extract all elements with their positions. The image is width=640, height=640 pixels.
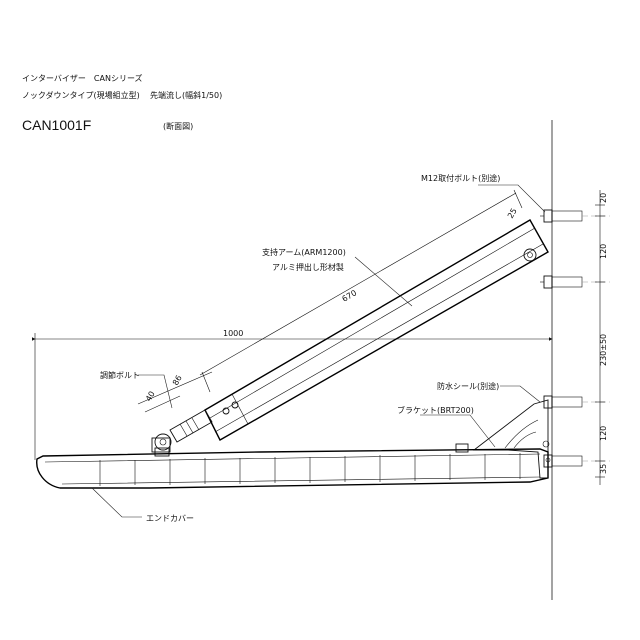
label-m12-bolt: M12取付ボルト(別途) bbox=[421, 173, 500, 183]
dim-230: 230±50 bbox=[599, 334, 608, 366]
dim-1000: 1000 bbox=[223, 329, 243, 338]
model-number: CAN1001F bbox=[22, 117, 92, 133]
adjust-dimensions: 86 40 bbox=[137, 371, 213, 413]
dim-86: 86 bbox=[171, 374, 184, 387]
vertical-dimension-chain: 20 120 230±50 120 35 bbox=[595, 190, 608, 485]
bracket bbox=[472, 399, 551, 479]
dim-120-bottom: 120 bbox=[599, 426, 608, 441]
dim-670: 670 bbox=[341, 288, 359, 303]
slope-note: 先端流し(幅斜1/50) bbox=[150, 91, 223, 100]
dim-120-top: 120 bbox=[599, 244, 608, 259]
bolt-mid-lower bbox=[543, 395, 583, 409]
bolt-upper bbox=[540, 209, 583, 223]
dim-25: 25 bbox=[506, 207, 519, 220]
bolt-mid-upper bbox=[540, 275, 583, 289]
label-waterproof-seal: 防水シール(別途) bbox=[437, 381, 499, 391]
view-label: (断面図) bbox=[163, 122, 194, 131]
type-subtitle: ノックダウンタイプ(現場組立型) bbox=[22, 91, 140, 100]
dim-20: 20 bbox=[599, 193, 608, 203]
arm-length-dimension: 670 25 bbox=[199, 189, 523, 393]
support-arm bbox=[204, 219, 549, 441]
width-dimension: 1000 bbox=[32, 329, 553, 460]
series-title: インターバイザー CANシリーズ bbox=[22, 74, 143, 83]
label-support-arm: 支持アーム(ARM1200) bbox=[262, 247, 346, 257]
label-arm-material: アルミ押出し形材製 bbox=[272, 262, 344, 272]
adjusting-bolt bbox=[154, 409, 213, 457]
dim-40: 40 bbox=[144, 390, 157, 403]
label-end-cover: エンドカバー bbox=[146, 514, 194, 523]
visor-panel bbox=[36, 437, 549, 489]
label-bracket: ブラケット(BRT200) bbox=[397, 405, 474, 415]
dim-35: 35 bbox=[599, 464, 608, 474]
label-adjusting-bolt: 調節ボルト bbox=[100, 370, 140, 380]
